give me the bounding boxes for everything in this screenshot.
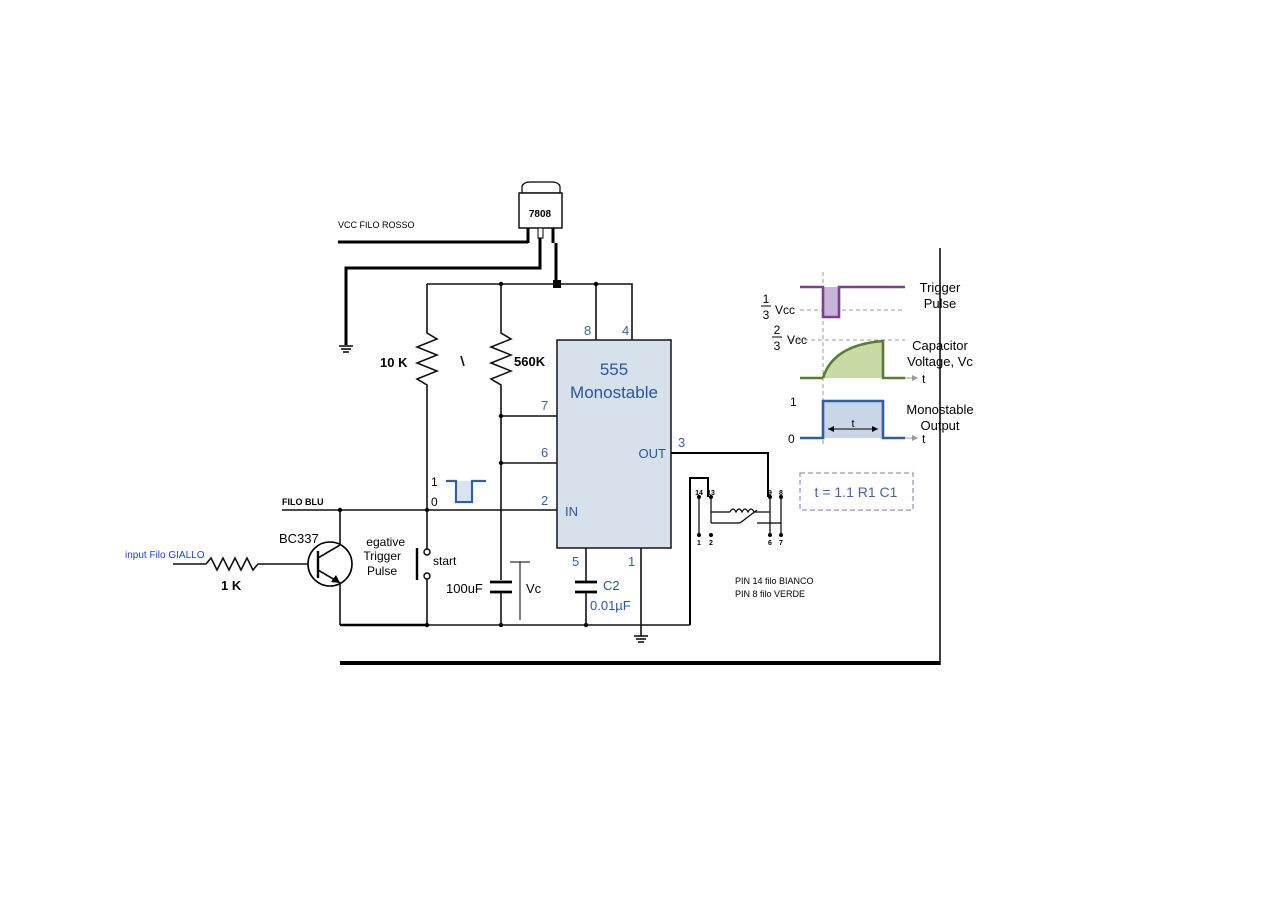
t-width-label: t (851, 418, 854, 430)
formula-label: t = 1.1 R1 C1 (815, 484, 898, 500)
frac1-num: 1 (763, 292, 770, 306)
trigger-pulse-label-1: Trigger (920, 280, 961, 295)
frac2-unit: Vcc (787, 333, 807, 347)
relay-ground-wire (689, 477, 709, 625)
pin-in-label: IN (565, 504, 578, 519)
trigger-waveform (800, 285, 905, 319)
r1-label: 10 K (380, 355, 408, 370)
c2-label: C2 (603, 578, 620, 593)
trigger-pulse-label-2: Pulse (924, 296, 957, 311)
relay-pin-9: 9 (768, 490, 772, 497)
frac2-den: 3 (774, 339, 781, 353)
pin6-number: 6 (541, 445, 548, 460)
input-label: input Filo GIALLO (125, 550, 205, 561)
level-1-label: 1 (790, 395, 797, 409)
chip-title-line1: 555 (600, 360, 628, 379)
output-wire (671, 452, 769, 497)
chip-title-line2: Monostable (570, 383, 658, 402)
relay (697, 495, 783, 537)
pin8-number: 8 (584, 323, 591, 338)
t-axis-out: t (922, 432, 926, 446)
resistor-560k (488, 284, 514, 580)
resistor-10k (414, 284, 440, 510)
filo-blu-label: FILO BLU (282, 497, 324, 507)
vc-label: Vc (526, 581, 542, 596)
ground-symbol-top (339, 345, 353, 353)
cap1-label: 100uF (446, 581, 483, 596)
vcc-label: VCC FILO ROSSO (338, 220, 415, 230)
relay-pin-2: 2 (709, 540, 713, 547)
pin1-number: 1 (628, 554, 635, 569)
pin4-number: 4 (622, 323, 629, 338)
regulator-7808: 7808 (518, 181, 563, 243)
trigger-text-2: Trigger (363, 549, 401, 563)
pin3-number: 3 (678, 435, 685, 450)
relay-pin-8: 8 (779, 490, 783, 497)
frac2-num: 2 (774, 323, 781, 337)
out-label-1: Monostable (906, 402, 973, 417)
start-label: start (433, 554, 457, 568)
output-waveform (800, 399, 905, 440)
regulator-label: 7808 (529, 209, 552, 220)
relay-note-1: PIN 14 filo BIANCO (735, 576, 814, 586)
pin-out-label: OUT (639, 446, 667, 461)
relay-pin-14: 14 (695, 490, 703, 497)
ground-symbol-bottom (634, 635, 648, 643)
r-input-label: 1 K (221, 578, 242, 593)
relay-pin-1: 1 (697, 540, 701, 547)
vcc-bus (427, 283, 633, 340)
c2-value: 0.01µF (590, 598, 631, 613)
relay-pin-13: 13 (707, 490, 715, 497)
relay-pin-6: 6 (768, 540, 772, 547)
relay-note-2: PIN 8 filo VERDE (735, 589, 805, 599)
t-axis-cap: t (922, 372, 926, 386)
pin5-number: 5 (572, 554, 579, 569)
frac1-den: 3 (763, 308, 770, 322)
start-button (415, 510, 431, 625)
relay-pin-7: 7 (779, 540, 783, 547)
cap-label-2: Voltage, Vc (907, 354, 973, 369)
transistor-bc337 (307, 510, 353, 625)
transistor-label: BC337 (279, 531, 319, 546)
cap-label-1: Capacitor (912, 338, 968, 353)
trigger-text-1: egative (366, 535, 405, 549)
capacitor-100uf (490, 580, 512, 625)
pin7-number: 7 (541, 398, 548, 413)
r2-label: 560K (514, 354, 546, 369)
level-0-label: 0 (788, 432, 795, 446)
capacitor-c2 (575, 548, 597, 625)
trigger-text-3: Pulse (367, 564, 397, 578)
ic-555: 555 Monostable IN OUT (556, 339, 672, 549)
resistor-1k (173, 556, 308, 572)
timing-diagram (790, 272, 918, 445)
out-label-2: Output (920, 418, 959, 433)
frac1-unit: Vcc (775, 303, 795, 317)
ground-wire (344, 238, 542, 345)
pulse-high-label: 1 (431, 475, 438, 489)
capacitor-waveform (821, 339, 905, 380)
formula-box (799, 472, 914, 511)
trigger-pulse-icon (446, 479, 486, 504)
pin2-number: 2 (541, 493, 548, 508)
pulse-low-label: 0 (431, 495, 438, 509)
